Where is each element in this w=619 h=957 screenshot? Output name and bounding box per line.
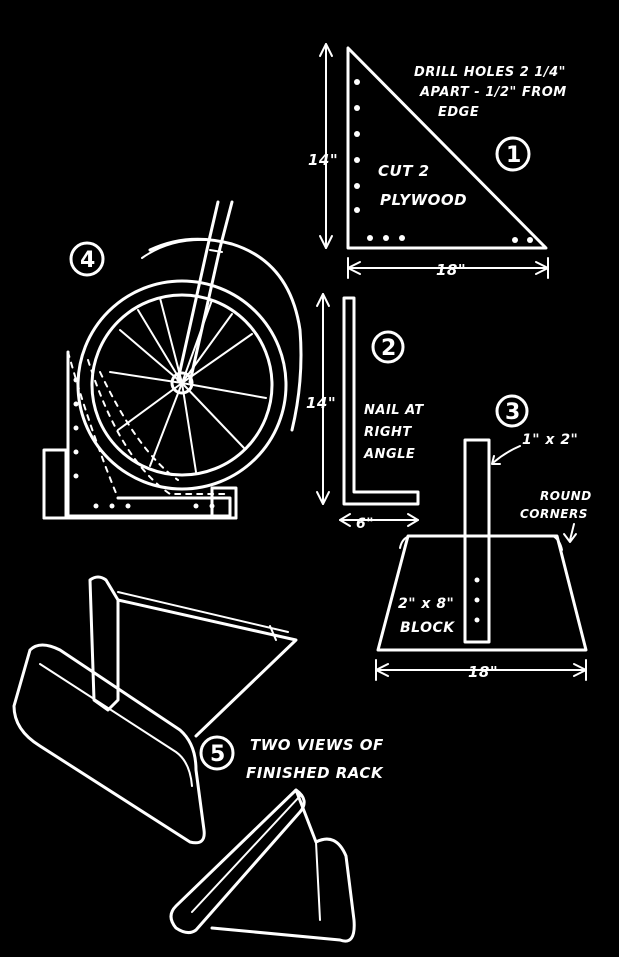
wheel-fork bbox=[176, 200, 234, 384]
step2-note-line1: NAIL AT bbox=[364, 403, 424, 418]
step2-angle-pieces: 14" 6" NAIL AT RIGHT ANGLE 2 bbox=[306, 293, 424, 532]
step4-number-circle bbox=[69, 241, 105, 277]
step2-width-dimension bbox=[339, 513, 419, 527]
wheel-hub bbox=[170, 371, 194, 395]
step3-block-line1: 2" x 8" bbox=[398, 596, 454, 612]
step5-number-circle bbox=[199, 735, 235, 771]
step5-number: 5 bbox=[210, 742, 225, 767]
step2-number-circle bbox=[371, 330, 405, 364]
step1-drill-holes bbox=[354, 79, 533, 243]
step5-finished-rack-view-b bbox=[169, 788, 356, 943]
step2-note-line3: ANGLE bbox=[363, 447, 415, 462]
step1-cut-line2: PLYWOOD bbox=[380, 191, 467, 209]
step5-finished-rack-view-a bbox=[12, 575, 298, 845]
step1-height-dimension bbox=[319, 43, 333, 249]
step2-height-dimension bbox=[316, 293, 330, 505]
step1-note-line2: APART - 1/2" FROM bbox=[419, 85, 567, 100]
step1-number: 1 bbox=[506, 143, 521, 168]
step3-corner-line1: ROUND bbox=[540, 489, 592, 503]
step3-post bbox=[463, 438, 491, 644]
step2-note-line2: RIGHT bbox=[364, 425, 412, 440]
step1-cut-line1: CUT 2 bbox=[378, 162, 430, 180]
step3-block-assembly: 1" x 2" ROUND CORNERS 2" x 8" BLOCK 18" … bbox=[375, 394, 592, 681]
step3-number: 3 bbox=[505, 400, 520, 425]
step1-width-dimension bbox=[347, 257, 549, 279]
step3-corner-line2: CORNERS bbox=[520, 507, 588, 521]
step4-number: 4 bbox=[80, 248, 95, 273]
step1-number-circle bbox=[495, 136, 531, 172]
step4-bicycle-wheel-in-rack: 4 bbox=[42, 200, 303, 520]
step3-post-leader bbox=[493, 445, 521, 463]
step3-block-line2: BLOCK bbox=[400, 620, 455, 636]
step3-post-holes bbox=[474, 577, 480, 623]
wheel-rim bbox=[90, 293, 274, 477]
step1-note-line1: DRILL HOLES 2 1/4" bbox=[414, 65, 566, 80]
step2-height-label: 14" bbox=[306, 394, 336, 412]
step1-width-label: 18" bbox=[436, 261, 466, 279]
fender bbox=[148, 237, 303, 432]
wheel-spokes bbox=[109, 297, 267, 473]
step1-note-line3: EDGE bbox=[438, 105, 479, 120]
step5-caption-line2: FINISHED RACK bbox=[246, 764, 384, 782]
step3-number-circle bbox=[495, 394, 529, 428]
step5-caption-line1: TWO VIEWS OF bbox=[250, 736, 384, 754]
step1-height-label: 14" bbox=[308, 151, 338, 169]
step3-width-label: 18" bbox=[468, 663, 498, 681]
step3-width-dimension bbox=[375, 659, 587, 681]
step1-triangle-panel: 14" 18" DRILL HOLES 2 1/4" APART - 1/2" … bbox=[308, 43, 567, 279]
step2-width-label: 6" bbox=[356, 516, 374, 532]
step3-post-label: 1" x 2" bbox=[522, 432, 578, 448]
step2-number: 2 bbox=[381, 336, 396, 361]
step5-caption: 5 TWO VIEWS OF FINISHED RACK bbox=[199, 735, 384, 782]
